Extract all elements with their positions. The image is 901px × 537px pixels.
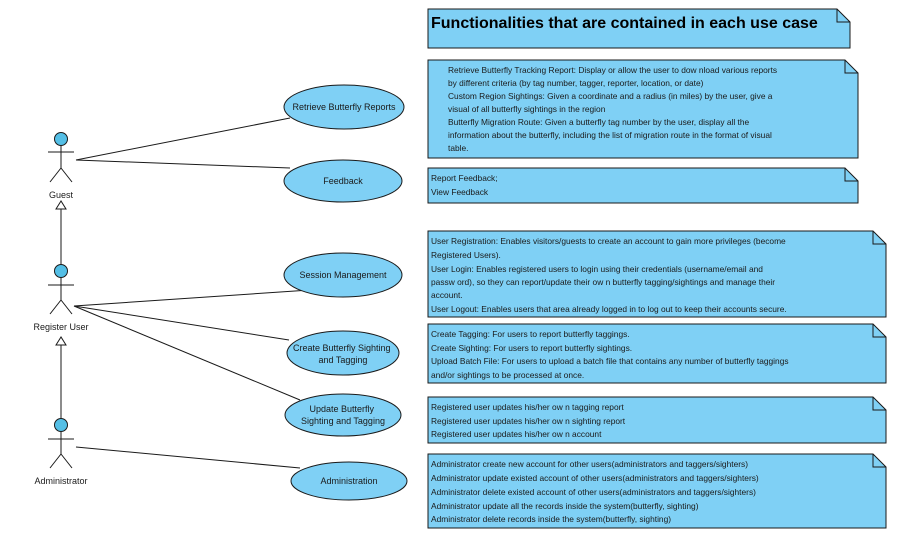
association-lines bbox=[73, 117, 311, 469]
use-case-label: Retrieve Butterfly Reports bbox=[292, 102, 396, 112]
note-retrieve-reports: Retrieve Butterfly Tracking Report: Disp… bbox=[427, 59, 859, 159]
note-line: User Logout: Enables users that area alr… bbox=[431, 304, 787, 314]
note-line: visual of all butterfly sightings in the… bbox=[448, 104, 606, 114]
generalization-head-register bbox=[55, 336, 67, 346]
note-line: Retrieve Butterfly Tracking Report: Disp… bbox=[448, 65, 777, 75]
note-line: Create Sighting: For users to report but… bbox=[431, 343, 632, 353]
assoc-register-create bbox=[73, 305, 290, 341]
use-case-label: Administration bbox=[320, 476, 377, 486]
use-case-label-line-1: Update Butterfly bbox=[309, 404, 374, 414]
note-line: Create Tagging: For users to report butt… bbox=[431, 329, 630, 339]
note-line: Administrator update all the records ins… bbox=[431, 501, 699, 511]
actor-guest-label: Guest bbox=[49, 190, 74, 200]
actor-administrator[interactable]: Administrator bbox=[34, 418, 88, 487]
note-line: by different criteria (by tag number, ta… bbox=[448, 78, 704, 88]
note-line: and/or sightings to be processed at once… bbox=[431, 370, 584, 380]
assoc-guest-feedback bbox=[75, 159, 291, 169]
note-administration: Administrator create new account for oth… bbox=[427, 453, 887, 529]
svg-text:Create Tagging: For users to r: Create Tagging: For users to report butt… bbox=[431, 329, 791, 380]
use-case-feedback[interactable]: Feedback bbox=[283, 159, 403, 203]
note-feedback: Report Feedback; View Feedback bbox=[427, 167, 859, 204]
use-case-label-line-2: Sighting and Tagging bbox=[301, 416, 385, 426]
note-line: Report Feedback; bbox=[431, 173, 498, 183]
svg-text:Feedback: Feedback bbox=[323, 176, 363, 186]
note-line: Registered user updates his/her ow n tag… bbox=[431, 402, 624, 412]
svg-text:Session Management: Session Management bbox=[299, 270, 387, 280]
note-line: Upload Batch File: For users to upload a… bbox=[431, 356, 789, 366]
use-case-create-butterfly-sighting[interactable]: Create Butterfly Sighting and Tagging bbox=[286, 330, 400, 376]
note-line: User Registration: Enables visitors/gues… bbox=[431, 236, 786, 246]
use-case-retrieve-butterfly-reports[interactable]: Retrieve Butterfly Reports bbox=[283, 84, 405, 130]
title-note: Functionalities that are contained in ea… bbox=[427, 8, 851, 49]
actor-head bbox=[54, 264, 68, 278]
svg-text:Registered user updates his/he: Registered user updates his/her ow n tag… bbox=[431, 402, 627, 439]
note-line: Administrator create new account for oth… bbox=[431, 459, 748, 469]
use-case-label-line-2: and Tagging bbox=[319, 355, 368, 365]
note-create-tagging: Create Tagging: For users to report butt… bbox=[427, 323, 887, 384]
note-line: Administrator delete existed account of … bbox=[431, 487, 756, 497]
note-line: View Feedback bbox=[431, 187, 489, 197]
svg-text:Update Butterfly Sightin: Update Butterfly Sighting and Tagging bbox=[301, 404, 385, 426]
note-line: Custom Region Sightings: Given a coordin… bbox=[448, 91, 773, 101]
actor-head bbox=[54, 418, 68, 432]
actor-register-user-label: Register User bbox=[33, 322, 88, 332]
assoc-register-update bbox=[73, 305, 301, 401]
note-line: Butterfly Migration Route: Given a butte… bbox=[448, 117, 750, 127]
svg-text:Administrator create new acco: Administrator create new account for oth… bbox=[431, 459, 761, 524]
note-update-reports: Registered user updates his/her ow n tag… bbox=[427, 396, 887, 444]
assoc-admin-administration bbox=[75, 446, 301, 469]
svg-text:Report Feedback; View F: Report Feedback; View Feedback bbox=[431, 173, 500, 197]
svg-text:Create Butterfly Sighting: Create Butterfly Sighting and Tagging bbox=[293, 343, 393, 365]
note-line: account. bbox=[431, 290, 463, 300]
note-line: User Login: Enables registered users to … bbox=[431, 264, 763, 274]
note-line: passw ord), so they can report/update th… bbox=[431, 277, 775, 287]
generalization-arrows bbox=[55, 200, 67, 418]
assoc-guest-retrieve bbox=[75, 117, 291, 161]
note-line: information about the butterfly, includi… bbox=[448, 130, 772, 140]
use-case-label-line-1: Create Butterfly Sighting bbox=[293, 343, 391, 353]
note-line: Administrator delete records inside the … bbox=[431, 514, 671, 524]
note-session-management: User Registration: Enables visitors/gues… bbox=[427, 230, 887, 318]
svg-text:User Registration: Enables vis: User Registration: Enables visitors/gues… bbox=[431, 236, 788, 314]
page-title: Functionalities that are contained in ea… bbox=[431, 15, 818, 32]
use-case-session-management[interactable]: Session Management bbox=[283, 252, 403, 298]
use-case-label: Feedback bbox=[323, 176, 363, 186]
note-line: table. bbox=[448, 143, 469, 153]
generalization-head-guest bbox=[55, 200, 67, 210]
actor-head bbox=[54, 132, 68, 146]
note-line: Registered Users). bbox=[431, 250, 501, 260]
actor-register-user[interactable]: Register User bbox=[33, 264, 89, 333]
svg-text:Retrieve Butterfly Tracking Re: Retrieve Butterfly Tracking Report: Disp… bbox=[448, 65, 779, 153]
note-line: Registered user updates his/her ow n acc… bbox=[431, 429, 602, 439]
actor-guest[interactable]: Guest bbox=[48, 132, 74, 201]
use-case-administration[interactable]: Administration bbox=[290, 461, 408, 501]
use-case-update-butterfly-sighting[interactable]: Update Butterfly Sighting and Tagging bbox=[284, 393, 402, 437]
assoc-register-session bbox=[73, 289, 311, 307]
svg-text:Retrieve Butterfly Reports: Retrieve Butterfly Reports bbox=[292, 102, 396, 112]
actor-administrator-label: Administrator bbox=[34, 476, 87, 486]
svg-text:Administration: Administration bbox=[320, 476, 377, 486]
note-line: Registered user updates his/her ow n sig… bbox=[431, 416, 626, 426]
note-line: Administrator update existed account of … bbox=[431, 473, 759, 483]
use-case-label: Session Management bbox=[299, 270, 387, 280]
